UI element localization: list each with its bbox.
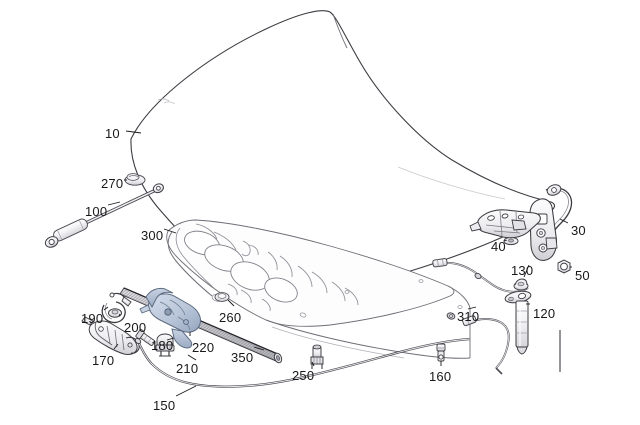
callout-10[interactable]: 10 <box>105 126 120 141</box>
part-hood-inner-frame <box>166 219 471 359</box>
callout-310[interactable]: 310 <box>457 309 480 324</box>
part-cable-holder <box>436 343 446 362</box>
part-hood-latch-upper <box>139 287 201 349</box>
callout-120[interactable]: 120 <box>533 306 556 321</box>
leader-lines <box>103 130 572 397</box>
callout-50[interactable]: 50 <box>575 268 590 283</box>
callout-150[interactable]: 150 <box>153 398 176 413</box>
part-release-cable-front <box>134 337 471 388</box>
part-hood-support-rod <box>504 290 532 355</box>
callout-270[interactable]: 270 <box>101 176 124 191</box>
callout-160[interactable]: 160 <box>429 369 452 384</box>
callout-190[interactable]: 190 <box>81 311 104 326</box>
callout-300[interactable]: 300 <box>141 228 164 243</box>
part-hood-hinge <box>469 184 573 261</box>
callout-40[interactable]: 40 <box>491 239 506 254</box>
part-grommet-nut <box>108 308 122 318</box>
part-washer-hose-line <box>432 258 561 375</box>
callout-200[interactable]: 200 <box>124 320 147 335</box>
callout-220[interactable]: 220 <box>192 340 215 355</box>
callout-260[interactable]: 260 <box>219 310 242 325</box>
callout-210[interactable]: 210 <box>176 361 199 376</box>
part-hinge-washer <box>503 236 519 246</box>
callout-350[interactable]: 350 <box>231 350 254 365</box>
callout-180[interactable]: 180 <box>151 338 174 353</box>
part-gas-strut <box>44 183 164 248</box>
callout-250[interactable]: 250 <box>292 368 315 383</box>
callout-30[interactable]: 30 <box>571 223 586 238</box>
part-hinge-nut <box>557 259 571 274</box>
part-lock-bracket-clamp <box>101 292 132 324</box>
part-sealing-plug <box>214 292 230 302</box>
part-rubber-stop-screw <box>155 333 175 357</box>
part-cable-clip <box>310 344 324 369</box>
callout-100[interactable]: 100 <box>85 204 108 219</box>
callout-170[interactable]: 170 <box>92 353 115 368</box>
part-lock-bolt <box>135 329 156 346</box>
part-hood-stop-buffer <box>124 173 146 186</box>
callout-130[interactable]: 130 <box>511 263 534 278</box>
part-buffer-cap <box>513 278 529 291</box>
